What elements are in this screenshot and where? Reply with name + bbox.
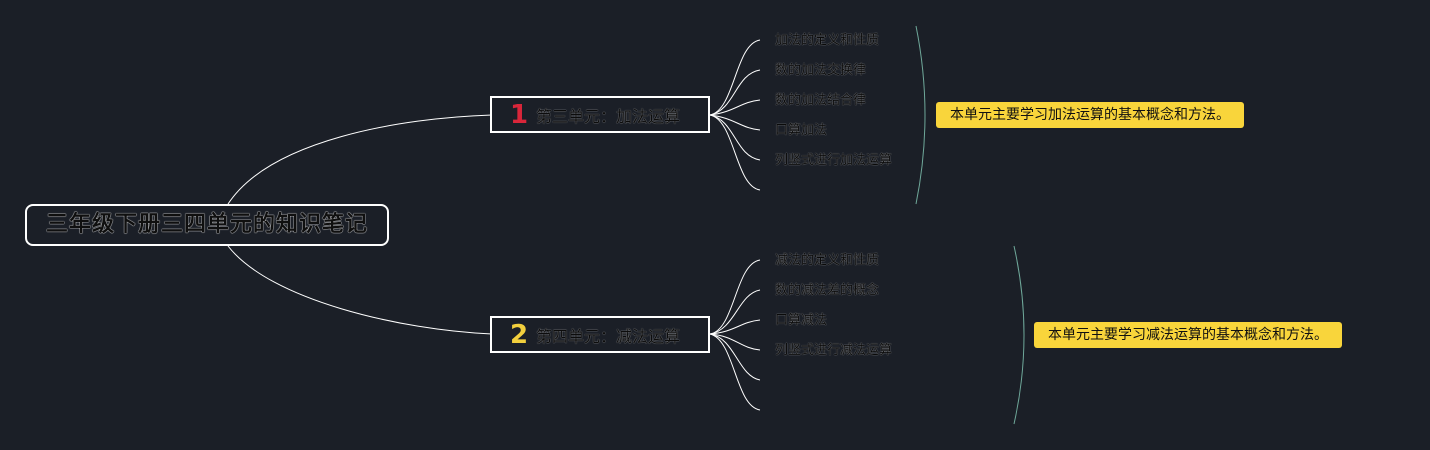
branch-node-unit-3[interactable]: 1 第三单元：加法运算 xyxy=(490,96,710,133)
branch-label: 第三单元：加法运算 xyxy=(536,106,681,126)
branch-number-badge: 2 xyxy=(510,319,529,350)
topic-node[interactable]: 数的加法结合律 xyxy=(775,93,867,108)
branch-1-topic-link xyxy=(709,114,761,161)
summary-note-unit-4[interactable]: 本单元主要学习减法运算的基本概念和方法。 xyxy=(1034,322,1342,348)
branch-label: 第四单元：减法运算 xyxy=(536,326,681,346)
root-to-branch-1-link xyxy=(227,114,493,205)
topic-node[interactable]: 口算加法 xyxy=(775,123,828,138)
branch-1-topic-link xyxy=(709,69,761,116)
branch-node-unit-4[interactable]: 2 第四单元：减法运算 xyxy=(490,316,710,353)
root-topic[interactable]: 三年级下册三四单元的知识笔记 xyxy=(25,204,389,246)
branch-2-topic-link xyxy=(709,259,761,335)
branch-2-topic-link xyxy=(709,319,761,335)
topic-node[interactable]: 数的加法交换律 xyxy=(775,63,867,78)
topic-node[interactable]: 列竖式进行加法运算 xyxy=(775,153,893,168)
topic-node[interactable]: 数的减法差的概念 xyxy=(775,283,880,298)
root-to-branch-2-link xyxy=(227,245,493,335)
topic-node[interactable]: 列竖式进行减法运算 xyxy=(775,343,893,358)
summary-bracket-1 xyxy=(915,25,926,205)
branch-1-topic-link xyxy=(709,99,761,116)
summary-bracket-2 xyxy=(1013,245,1025,425)
branch-2-topic-link xyxy=(709,333,761,411)
summary-note-unit-3[interactable]: 本单元主要学习加法运算的基本概念和方法。 xyxy=(936,102,1244,128)
branch-2-topic-link xyxy=(709,333,761,351)
branch-1-topic-link xyxy=(709,114,761,191)
branch-number-badge: 1 xyxy=(510,99,529,130)
topic-node[interactable]: 口算减法 xyxy=(775,313,828,328)
branch-1-topic-link xyxy=(709,39,761,116)
branch-2-topic-link xyxy=(709,333,761,381)
branch-2-topic-link xyxy=(709,289,761,335)
branch-1-topic-link xyxy=(709,114,761,131)
topic-node[interactable]: 减法的定义和性质 xyxy=(775,253,880,268)
topic-node[interactable]: 加法的定义和性质 xyxy=(775,33,880,48)
